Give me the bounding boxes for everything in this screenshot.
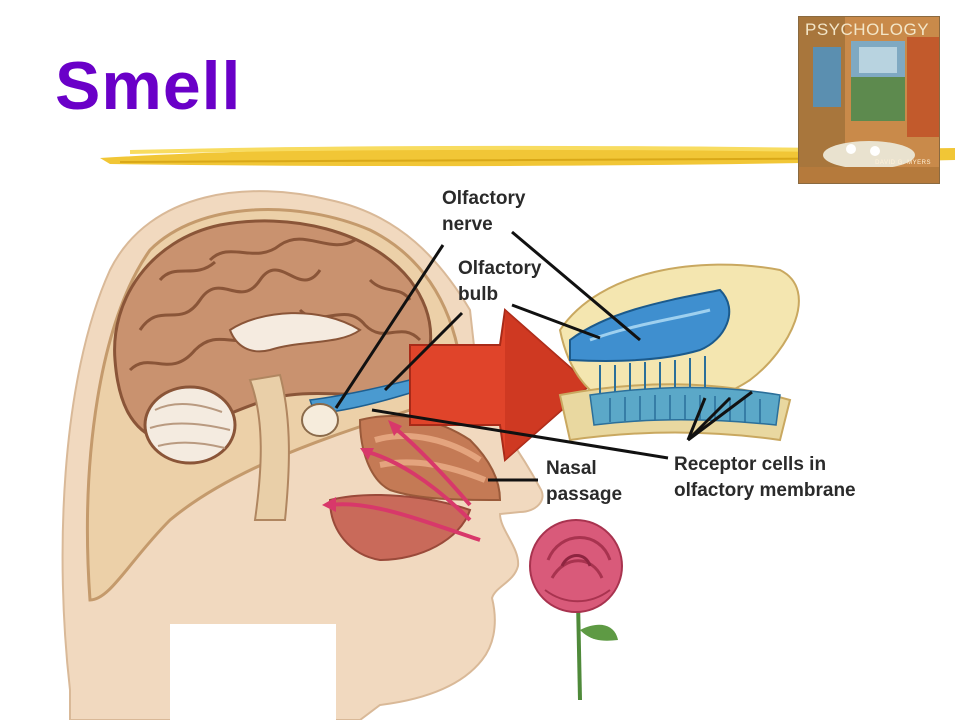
label-olfactory-nerve-line1: Olfactory	[442, 188, 526, 209]
label-receptor-cells: Receptor cells in olfactory membrane	[674, 452, 856, 504]
label-nasal-passage-line2: passage	[546, 484, 623, 505]
label-olfactory-bulb: Olfactory bulb	[458, 256, 541, 308]
airflow-arrows	[329, 426, 481, 542]
book-cover-image: PSYCHOLOGY DAVID G. MYERS	[798, 16, 940, 184]
blank-panel	[170, 624, 336, 720]
label-nasal-passage: Nasal passage	[546, 456, 622, 508]
label-olfactory-nerve: Olfactory nerve	[442, 186, 525, 238]
label-nasal-passage-line1: Nasal	[546, 458, 597, 479]
rose-image	[529, 519, 623, 701]
book-cover-author: DAVID G. MYERS	[875, 160, 931, 166]
label-olfactory-bulb-line1: Olfactory	[458, 258, 542, 279]
leader-lines	[334, 230, 753, 482]
label-olfactory-nerve-line2: nerve	[442, 214, 493, 235]
label-olfactory-bulb-line2: bulb	[458, 284, 499, 305]
slide-title: Smell	[55, 48, 242, 124]
label-receptor-cells-line2: olfactory membrane	[674, 480, 856, 501]
olfactory-membrane-inset	[558, 263, 800, 442]
label-receptor-cells-line1: Receptor cells in	[674, 454, 827, 475]
book-cover-title: PSYCHOLOGY	[805, 20, 930, 39]
